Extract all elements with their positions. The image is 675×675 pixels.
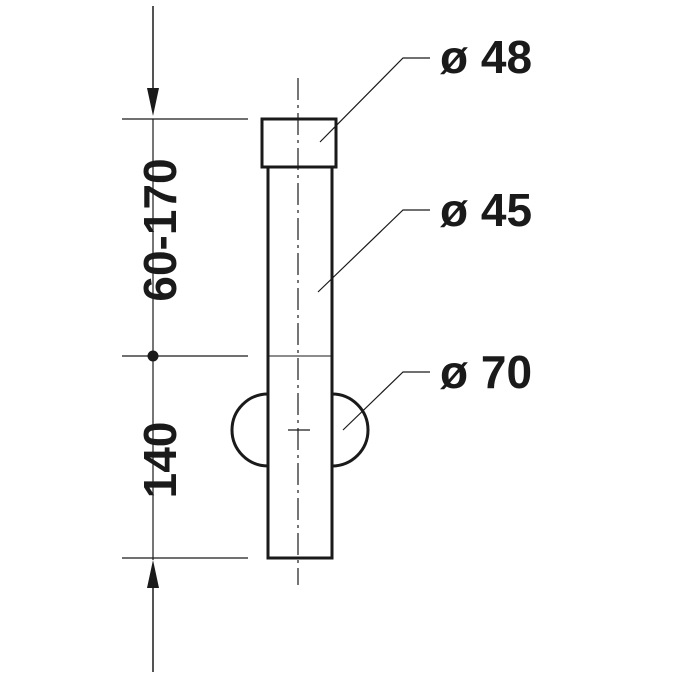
vertical-dimensions: 60-170 140 xyxy=(122,6,248,672)
diameter-callouts: ø 48 ø 45 ø 70 xyxy=(317,31,532,431)
top-cap xyxy=(260,117,338,169)
pipe-diameter-label: ø 45 xyxy=(440,184,532,236)
top-cap-diameter-label: ø 48 xyxy=(440,31,532,83)
upper-range-label: 60-170 xyxy=(134,158,186,301)
pipe-assembly xyxy=(230,78,370,585)
leader-line-pipe xyxy=(317,209,430,293)
lower-height-label: 140 xyxy=(134,422,186,499)
leader-line-top-cap xyxy=(319,57,430,143)
rosette-diameter-label: ø 70 xyxy=(440,346,532,398)
main-pipe xyxy=(266,167,334,560)
rosette-left-arc xyxy=(230,392,269,468)
lower-arrowhead xyxy=(147,560,159,588)
upper-arrowhead xyxy=(147,88,159,116)
rosette-right-arc xyxy=(331,392,370,468)
leader-line-rosette xyxy=(342,371,430,431)
